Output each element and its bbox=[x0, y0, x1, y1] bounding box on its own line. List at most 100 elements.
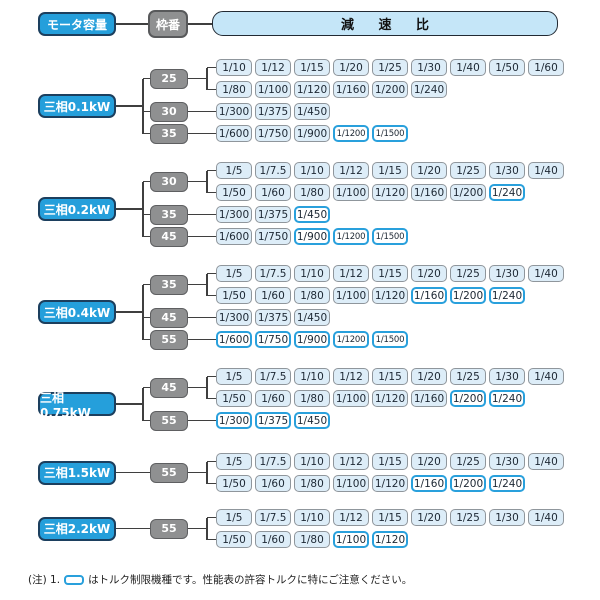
ratio-box: 1/12 bbox=[255, 59, 291, 76]
ratio-box: 1/40 bbox=[450, 59, 486, 76]
ratio-box: 1/300 bbox=[216, 206, 252, 223]
ratio-box: 1/375 bbox=[255, 206, 291, 223]
header-connector-line bbox=[116, 23, 148, 25]
ratio-box: 1/100 bbox=[333, 390, 369, 407]
ratio-box: 1/60 bbox=[255, 184, 291, 201]
ratio-box: 1/30 bbox=[411, 59, 447, 76]
ratio-box: 1/450 bbox=[294, 309, 330, 326]
ratio-box-torque-limited: 1/300 bbox=[216, 412, 252, 429]
ratio-box: 1/7.5 bbox=[255, 162, 291, 179]
footnote: (注) 1. はトルク制限機種です。性能表の許容トルクに特にご注意ください。 bbox=[28, 572, 412, 587]
frame-number-header: 枠番 bbox=[148, 10, 188, 38]
frame-size-node: 35 bbox=[150, 274, 188, 295]
capacity-node: 三相0.2kW bbox=[38, 197, 116, 221]
frame-size-node: 45 bbox=[150, 377, 188, 398]
connector-line bbox=[207, 460, 216, 463]
ratio-box: 1/5 bbox=[216, 368, 252, 385]
connector-line bbox=[207, 88, 216, 91]
ratio-box: 1/120 bbox=[294, 81, 330, 98]
connector-line bbox=[142, 181, 144, 237]
motor-capacity-header: モータ容量 bbox=[38, 12, 116, 36]
ratio-box: 1/12 bbox=[333, 509, 369, 526]
capacity-node: 三相1.5kW bbox=[38, 460, 116, 485]
connector-line bbox=[188, 110, 216, 113]
ratio-box-torque-limited: 1/450 bbox=[294, 412, 330, 429]
ratio-box: 1/10 bbox=[294, 509, 330, 526]
connector-line bbox=[207, 516, 216, 519]
ratio-box-torque-limited: 1/200 bbox=[450, 475, 486, 492]
ratio-box-torque-limited: 1/240 bbox=[489, 475, 525, 492]
capacity-node: 三相0.1kW bbox=[38, 94, 116, 118]
frame-size-node: 35 bbox=[150, 123, 188, 144]
ratio-box: 1/20 bbox=[333, 59, 369, 76]
ratio-box-torque-limited: 1/160 bbox=[411, 287, 447, 304]
connector-line bbox=[143, 132, 150, 135]
connector-line bbox=[188, 338, 216, 341]
ratio-box: 1/60 bbox=[255, 390, 291, 407]
frame-size-node: 45 bbox=[150, 226, 188, 247]
connector-line bbox=[143, 316, 150, 319]
frame-size-node: 30 bbox=[150, 101, 188, 122]
ratio-box-torque-limited: 1/1500 bbox=[372, 228, 408, 245]
ratio-box: 1/12 bbox=[333, 265, 369, 282]
ratio-box: 1/20 bbox=[411, 265, 447, 282]
ratio-box: 1/5 bbox=[216, 509, 252, 526]
connector-line bbox=[143, 338, 150, 341]
ratio-box: 1/375 bbox=[255, 103, 291, 120]
ratio-box: 1/50 bbox=[216, 531, 252, 548]
ratio-box: 1/120 bbox=[372, 475, 408, 492]
connector-line bbox=[207, 169, 216, 172]
ratio-box: 1/750 bbox=[255, 228, 291, 245]
ratio-box: 1/40 bbox=[528, 453, 564, 470]
ratio-box: 1/12 bbox=[333, 368, 369, 385]
ratio-box: 1/10 bbox=[294, 368, 330, 385]
connector-line bbox=[207, 482, 216, 485]
capacity-node: 三相2.2kW bbox=[38, 516, 116, 541]
connector-line bbox=[142, 78, 144, 134]
ratio-box: 1/5 bbox=[216, 453, 252, 470]
connector-line bbox=[206, 376, 208, 399]
ratio-box-torque-limited: 1/120 bbox=[372, 531, 408, 548]
torque-limited-box-icon bbox=[64, 574, 85, 585]
connector-line bbox=[143, 110, 150, 113]
ratio-box: 1/120 bbox=[372, 184, 408, 201]
connector-line bbox=[116, 105, 143, 107]
connector-line bbox=[188, 213, 216, 216]
ratio-box: 1/12 bbox=[333, 162, 369, 179]
ratio-box-torque-limited: 1/1200 bbox=[333, 125, 369, 142]
ratio-box: 1/160 bbox=[411, 184, 447, 201]
ratio-box: 1/15 bbox=[372, 509, 408, 526]
connector-line bbox=[143, 283, 150, 286]
connector-line bbox=[116, 311, 143, 313]
connector-line bbox=[188, 316, 216, 319]
ratio-box: 1/100 bbox=[333, 184, 369, 201]
ratio-box: 1/600 bbox=[216, 228, 252, 245]
ratio-box: 1/30 bbox=[489, 265, 525, 282]
ratio-box: 1/25 bbox=[372, 59, 408, 76]
connector-line bbox=[143, 235, 150, 238]
connector-line bbox=[116, 403, 143, 405]
ratio-box: 1/20 bbox=[411, 162, 447, 179]
connector-line bbox=[143, 386, 150, 389]
connector-line bbox=[116, 527, 150, 530]
frame-size-node: 30 bbox=[150, 171, 188, 192]
connector-line bbox=[206, 461, 208, 484]
connector-line bbox=[188, 419, 216, 422]
ratio-box-torque-limited: 1/450 bbox=[294, 206, 330, 223]
ratio-box: 1/80 bbox=[294, 184, 330, 201]
ratio-box: 1/25 bbox=[450, 265, 486, 282]
ratio-box: 1/20 bbox=[411, 509, 447, 526]
ratio-box: 1/60 bbox=[255, 531, 291, 548]
connector-line bbox=[206, 170, 208, 193]
connector-line bbox=[188, 527, 207, 530]
connector-line bbox=[188, 386, 207, 389]
ratio-box: 1/15 bbox=[372, 265, 408, 282]
connector-line bbox=[188, 235, 216, 238]
ratio-box: 1/50 bbox=[216, 475, 252, 492]
ratio-box: 1/30 bbox=[489, 162, 525, 179]
ratio-box: 1/120 bbox=[372, 390, 408, 407]
ratio-box: 1/25 bbox=[450, 453, 486, 470]
frame-size-node: 55 bbox=[150, 410, 188, 431]
ratio-box-torque-limited: 1/1200 bbox=[333, 331, 369, 348]
ratio-box: 1/40 bbox=[528, 162, 564, 179]
